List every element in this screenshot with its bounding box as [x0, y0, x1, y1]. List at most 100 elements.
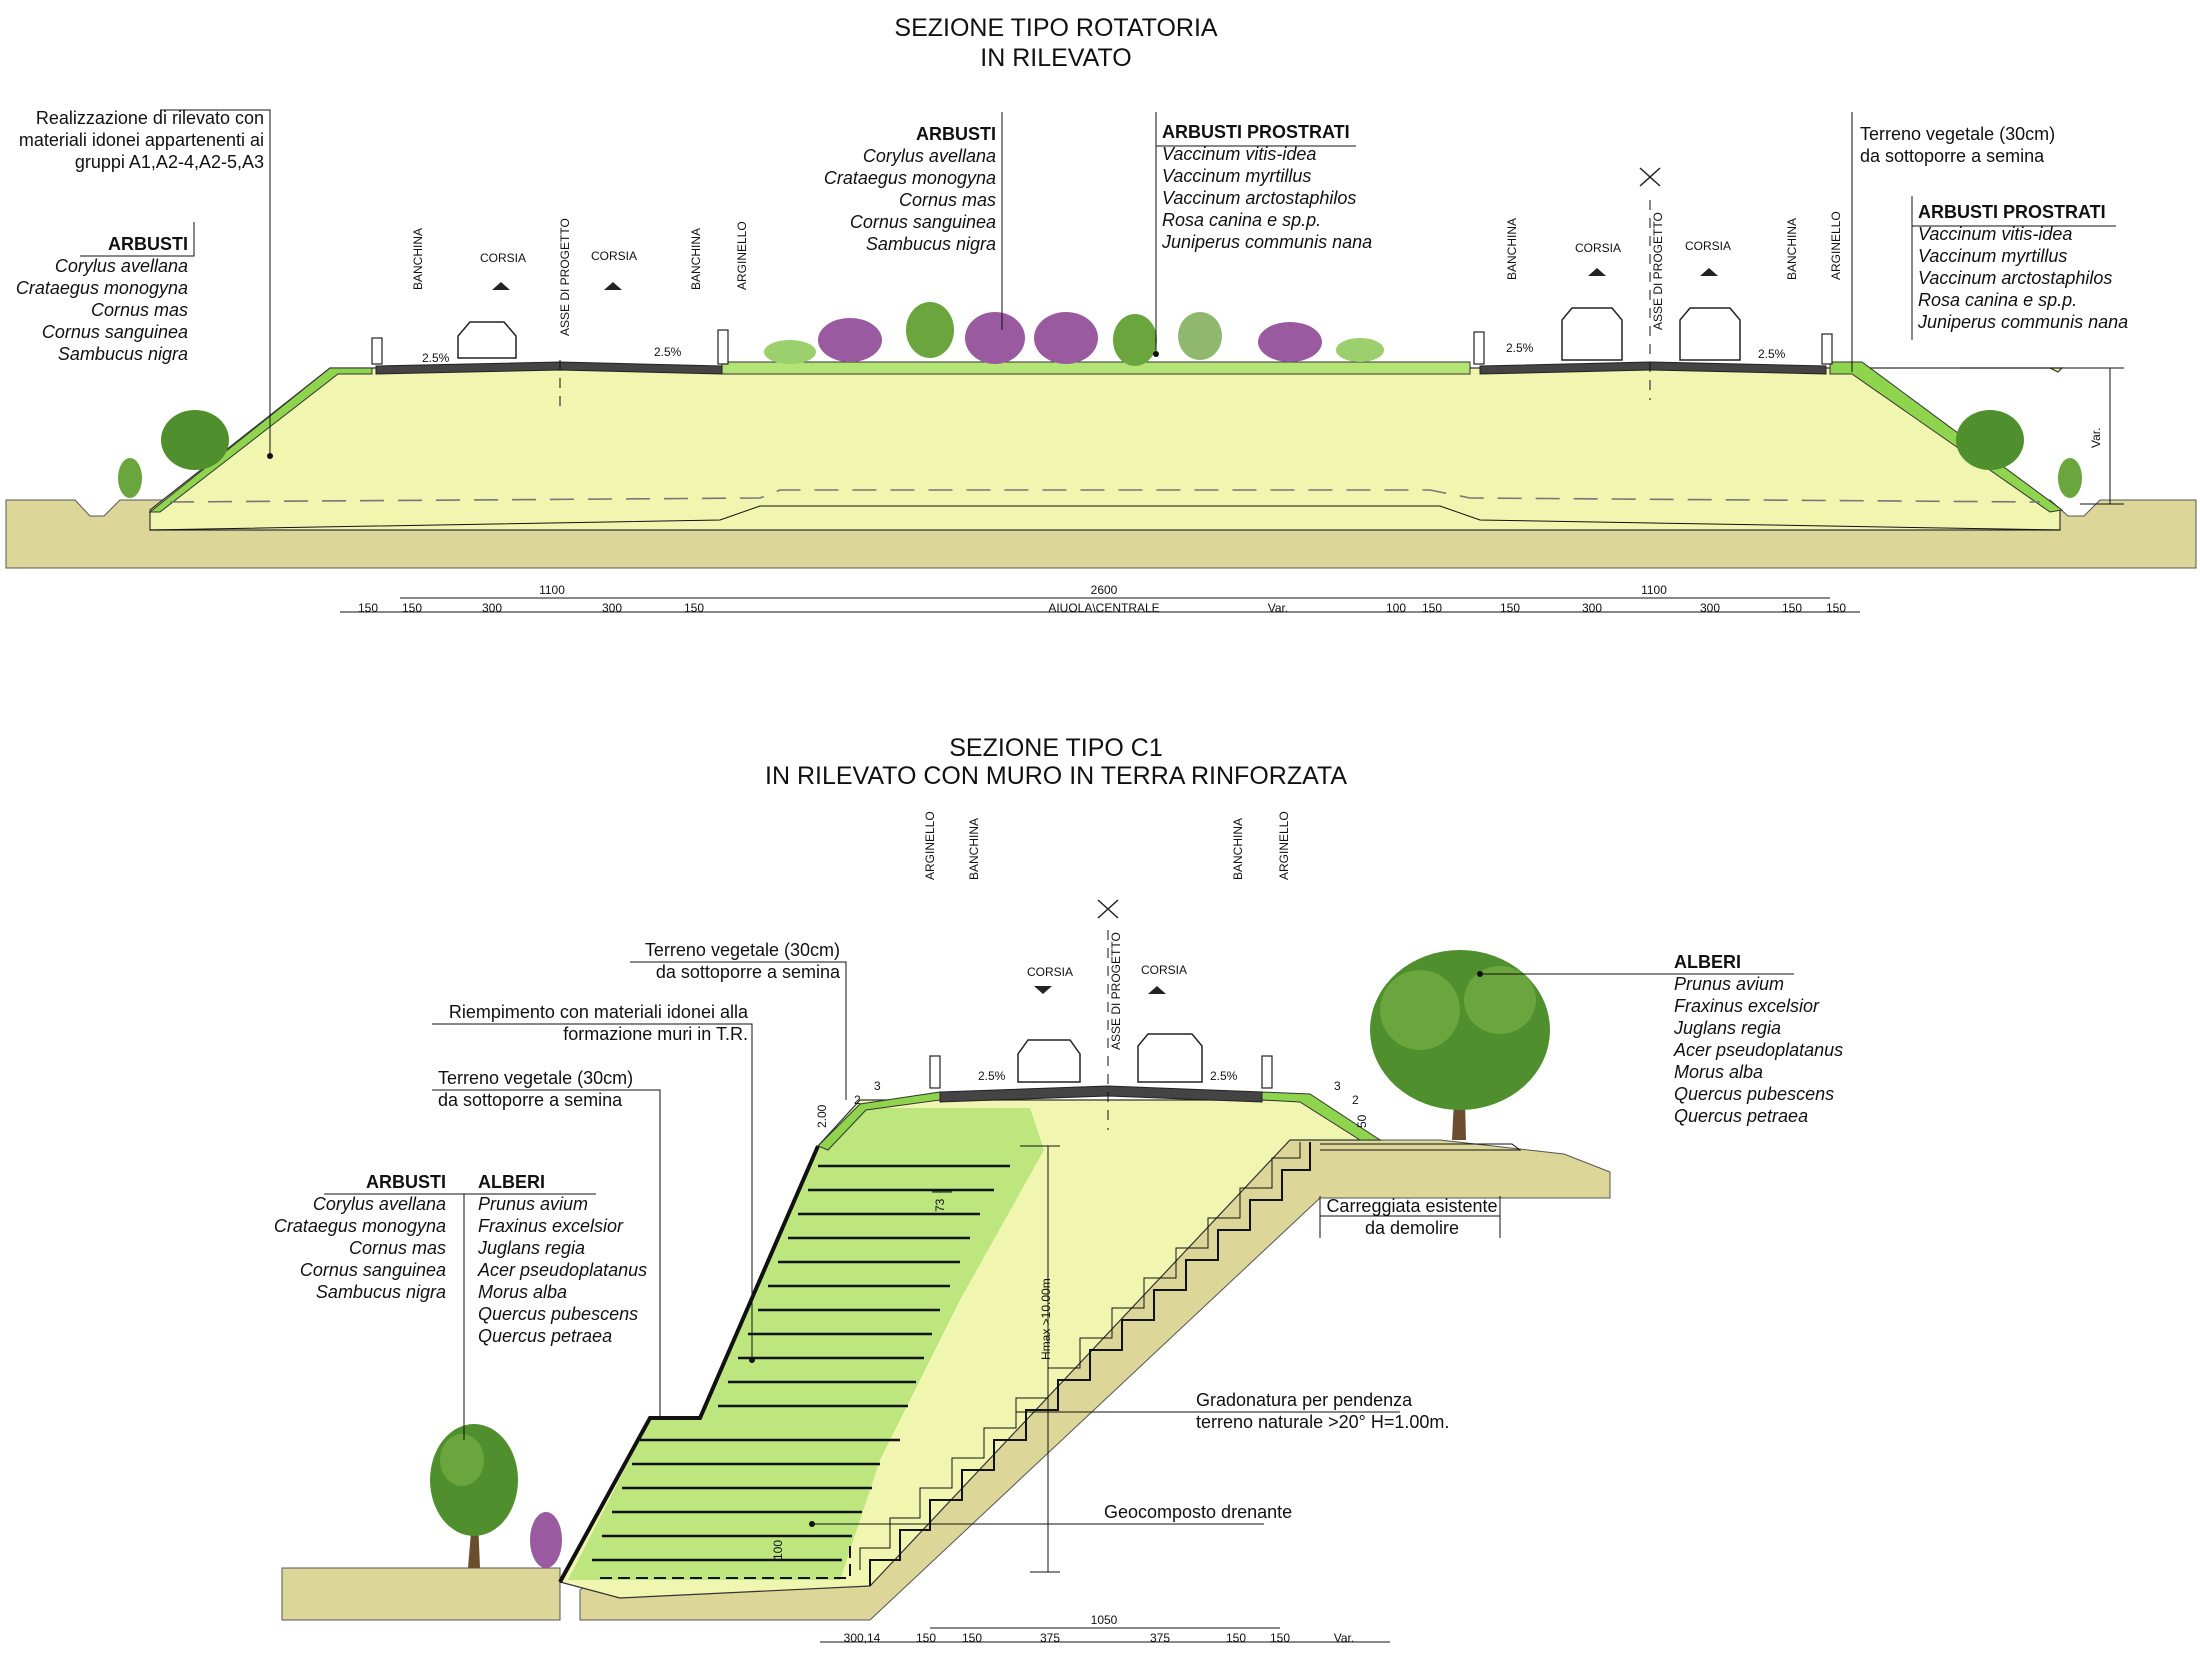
- svg-text:2.00: 2.00: [815, 1104, 829, 1128]
- bottom-geogrid-layers: [592, 1164, 1010, 1562]
- bottom-carreggiata-note: Carreggiata esistente da demolire: [1319, 1196, 1501, 1238]
- svg-text:Quercus petraea: Quercus petraea: [1674, 1106, 1808, 1126]
- svg-text:Acer pseudoplatanus: Acer pseudoplatanus: [1673, 1040, 1843, 1060]
- svg-text:2.5%: 2.5%: [1210, 1069, 1238, 1083]
- svg-text:Riempimento con materiali idon: Riempimento con materiali idonei alla: [449, 1002, 749, 1022]
- svg-text:Morus alba: Morus alba: [1674, 1062, 1763, 1082]
- svg-text:Cornus sanguinea: Cornus sanguinea: [42, 322, 188, 342]
- bottom-gradonatura-inner: [859, 1142, 1301, 1570]
- svg-text:ASSE DI PROGETTO: ASSE DI PROGETTO: [1109, 932, 1123, 1050]
- bottom-geocomposto-note: Geocomposto drenante: [809, 1502, 1292, 1527]
- svg-text:formazione muri in T.R.: formazione muri in T.R.: [563, 1024, 748, 1044]
- bottom-vehicles: [1017, 1033, 1203, 1083]
- svg-text:CORSIA: CORSIA: [1685, 239, 1731, 253]
- bottom-ground-left: [281, 1567, 561, 1621]
- svg-text:da sottoporre a semina: da sottoporre a semina: [438, 1090, 623, 1110]
- svg-text:ARGINELLO: ARGINELLO: [923, 811, 937, 880]
- svg-text:375: 375: [1040, 1631, 1060, 1645]
- svg-text:ARBUSTI: ARBUSTI: [916, 124, 996, 144]
- top-prostrati-right: ARBUSTI PROSTRATI Vaccinum vitis-idea Va…: [1911, 196, 2128, 340]
- svg-text:73: 73: [933, 1198, 947, 1212]
- svg-text:300: 300: [1582, 601, 1602, 615]
- svg-text:BANCHINA: BANCHINA: [411, 228, 425, 290]
- svg-text:375: 375: [1150, 1631, 1170, 1645]
- svg-text:Vaccinum vitis-idea: Vaccinum vitis-idea: [1918, 224, 2072, 244]
- svg-text:Acer pseudoplatanus: Acer pseudoplatanus: [477, 1260, 647, 1280]
- top-prostrati-center: ARBUSTI PROSTRATI Vaccinum vitis-idea Va…: [1153, 112, 1372, 357]
- svg-text:Terreno vegetale (30cm): Terreno vegetale (30cm): [645, 940, 840, 960]
- svg-text:Var.: Var.: [1334, 1631, 1354, 1645]
- top-arbusti-left: ARBUSTI Corylus avellana Crataegus monog…: [16, 222, 195, 364]
- svg-text:2: 2: [854, 1093, 861, 1107]
- bottom-section: SEZIONE TIPO C1 IN RILEVATO CON MURO IN …: [274, 734, 1843, 1645]
- top-topsoil-center: [721, 361, 1471, 375]
- top-terreno-note: Terreno vegetale (30cm) da sottoporre a …: [1851, 112, 2055, 372]
- svg-text:150: 150: [1782, 601, 1802, 615]
- svg-text:3: 3: [874, 1079, 881, 1093]
- svg-text:100: 100: [1386, 601, 1406, 615]
- svg-text:150: 150: [358, 601, 378, 615]
- svg-text:Var.: Var.: [1268, 601, 1288, 615]
- bottom-dimensions: 1050 300,14 150 150 375 375 150 150 Var.: [820, 1613, 1390, 1645]
- svg-text:Vaccinum myrtillus: Vaccinum myrtillus: [1162, 166, 1311, 186]
- bottom-arbusti: ARBUSTI Corylus avellana Crataegus monog…: [274, 1172, 596, 1440]
- svg-text:Gradonatura per pendenza: Gradonatura per pendenza: [1196, 1390, 1413, 1410]
- svg-text:Juniperus communis nana: Juniperus communis nana: [1161, 232, 1372, 252]
- svg-text:ARGINELLO: ARGINELLO: [735, 221, 749, 290]
- svg-text:Cornus mas: Cornus mas: [899, 190, 996, 210]
- svg-text:Crataegus monogyna: Crataegus monogyna: [16, 278, 188, 298]
- svg-text:ARGINELLO: ARGINELLO: [1277, 811, 1291, 880]
- bottom-drain-geocomposite: [600, 1544, 851, 1579]
- svg-text:Quercus petraea: Quercus petraea: [478, 1326, 612, 1346]
- svg-text:terreno naturale >20° H=1.00m.: terreno naturale >20° H=1.00m.: [1196, 1412, 1449, 1432]
- svg-text:ARBUSTI: ARBUSTI: [366, 1172, 446, 1192]
- svg-text:BANCHINA: BANCHINA: [967, 818, 981, 880]
- svg-text:Corylus avellana: Corylus avellana: [313, 1194, 446, 1214]
- svg-text:Morus alba: Morus alba: [478, 1282, 567, 1302]
- svg-text:Terreno vegetale (30cm): Terreno vegetale (30cm): [1860, 124, 2055, 144]
- svg-text:150: 150: [402, 601, 422, 615]
- svg-text:ALBERI: ALBERI: [1674, 952, 1741, 972]
- svg-text:2.5%: 2.5%: [1506, 341, 1534, 355]
- svg-text:Terreno vegetale (30cm): Terreno vegetale (30cm): [438, 1068, 633, 1088]
- svg-text:Rosa canina e sp.p.: Rosa canina e sp.p.: [1918, 290, 2077, 310]
- svg-text:CORSIA: CORSIA: [480, 251, 526, 265]
- svg-text:ARBUSTI: ARBUSTI: [108, 234, 188, 254]
- bottom-terreno-top-note: Terreno vegetale (30cm) da sottoporre a …: [630, 940, 847, 1100]
- svg-text:Crataegus monogyna: Crataegus monogyna: [824, 168, 996, 188]
- svg-text:CORSIA: CORSIA: [1027, 965, 1073, 979]
- svg-text:Quercus pubescens: Quercus pubescens: [1674, 1084, 1834, 1104]
- svg-text:da sottoporre a semina: da sottoporre a semina: [1860, 146, 2045, 166]
- top-road-labels: BANCHINA CORSIA ASSE DI PROGETTO CORSIA …: [411, 211, 2124, 505]
- svg-text:Crataegus monogyna: Crataegus monogyna: [274, 1216, 446, 1236]
- svg-text:Prunus avium: Prunus avium: [478, 1194, 588, 1214]
- svg-text:da sottoporre a semina: da sottoporre a semina: [656, 962, 841, 982]
- svg-text:150: 150: [1826, 601, 1846, 615]
- svg-text:ARBUSTI PROSTRATI: ARBUSTI PROSTRATI: [1162, 122, 1350, 142]
- svg-text:Juniperus communis nana: Juniperus communis nana: [1917, 312, 2128, 332]
- svg-text:2: 2: [1352, 1093, 1359, 1107]
- svg-text:Realizzazione di rilevato con: Realizzazione di rilevato con: [36, 108, 264, 128]
- svg-text:materiali idonei appartenenti: materiali idonei appartenenti ai: [19, 130, 264, 150]
- svg-text:Geocomposto drenante: Geocomposto drenante: [1104, 1502, 1292, 1522]
- svg-text:BANCHINA: BANCHINA: [1505, 218, 1519, 280]
- bottom-reinforced-zone: [568, 1108, 1044, 1580]
- bottom-gradonatura-note: Gradonatura per pendenza terreno natural…: [1016, 1390, 1449, 1432]
- svg-text:ASSE DI PROGETTO: ASSE DI PROGETTO: [1651, 212, 1665, 330]
- svg-text:2.5%: 2.5%: [978, 1069, 1006, 1083]
- bottom-axis-flag-icon: [1097, 899, 1119, 919]
- bottom-tree-left-icon: [430, 1424, 518, 1568]
- svg-text:Var.: Var.: [2089, 428, 2103, 448]
- top-guardrails: [371, 329, 1833, 365]
- svg-text:Corylus avellana: Corylus avellana: [863, 146, 996, 166]
- bottom-road-labels: ARGINELLO BANCHINA CORSIA ASSE DI PROGET…: [771, 811, 1369, 1573]
- svg-text:Juglans regia: Juglans regia: [477, 1238, 585, 1258]
- svg-text:150: 150: [962, 1631, 982, 1645]
- svg-text:Sambucus nigra: Sambucus nigra: [866, 234, 996, 254]
- top-base-line: [149, 505, 2061, 531]
- top-embankment-fill: [149, 367, 2064, 531]
- bottom-bush-left: [530, 1512, 562, 1568]
- svg-text:Cornus sanguinea: Cornus sanguinea: [300, 1260, 446, 1280]
- svg-text:1100: 1100: [539, 583, 565, 597]
